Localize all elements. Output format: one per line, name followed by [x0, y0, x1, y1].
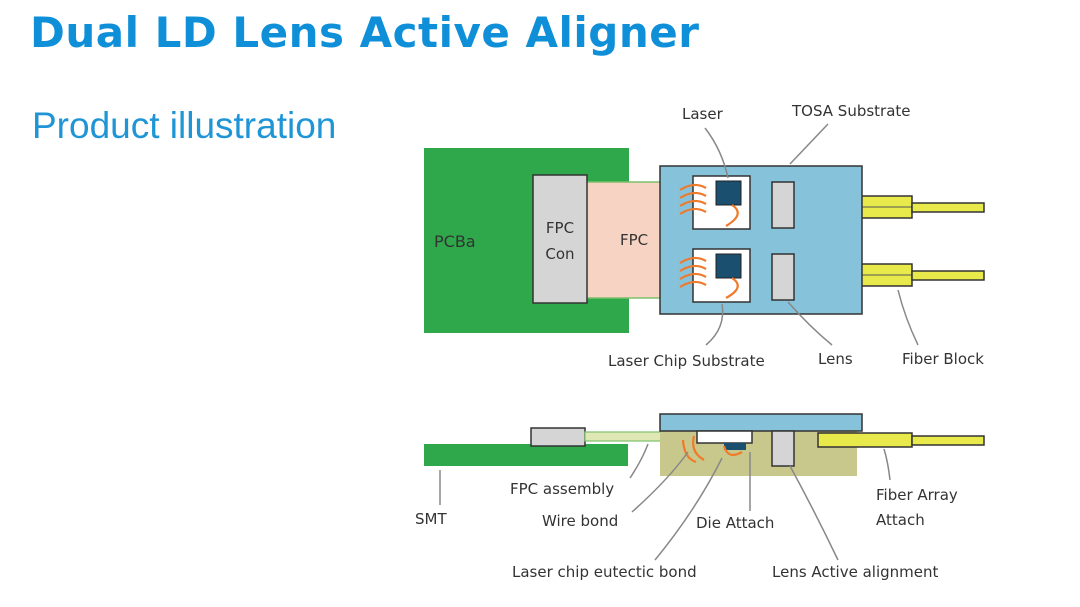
fiber-block-label: Fiber Block	[902, 350, 984, 368]
tosa-substrate	[659, 165, 863, 315]
side-fpc-connector	[530, 427, 586, 447]
die-attach-label: Die Attach	[696, 514, 774, 532]
wire-bond-label: Wire bond	[542, 512, 618, 530]
fpc-con-label-line1: FPC	[546, 219, 574, 237]
fiber-array-label-line1: Fiber Array	[876, 486, 958, 504]
lens-alignment-label: Lens Active alignment	[772, 563, 938, 581]
fpc-con-label-line2: Con	[545, 245, 574, 263]
laser-beam-upper	[725, 204, 739, 227]
lens-label: Lens	[818, 350, 853, 368]
side-lens	[771, 430, 795, 467]
eutectic-bond-label: Laser chip eutectic bond	[512, 563, 697, 581]
fpc-connector	[532, 174, 588, 304]
top-view: PCBa FPC FPC Con	[424, 102, 985, 370]
smt-board	[424, 444, 628, 466]
tosa-substrate-label: TOSA Substrate	[791, 102, 911, 120]
laser-label: Laser	[682, 105, 724, 123]
lens-upper	[771, 181, 795, 229]
page-subtitle: Product illustration	[32, 105, 337, 146]
fiber-array-label-line2: Attach	[876, 511, 925, 529]
top-leader-lines	[704, 123, 919, 346]
wire-bonds-upper	[679, 183, 707, 215]
side-laser-chip-substrate	[696, 430, 753, 444]
fpc-assembly-label: FPC assembly	[510, 480, 614, 498]
wire-bonds-lower	[679, 256, 707, 288]
page-title: Dual LD Lens Active Aligner	[30, 8, 700, 57]
side-leader-lines	[439, 443, 891, 561]
laser-chip-lower	[715, 253, 742, 279]
fpc-label: FPC	[620, 231, 648, 249]
side-laser-chip	[724, 443, 746, 450]
side-fiber-array	[817, 432, 985, 448]
side-view: SMT FPC assembly Wire bond Die Attach Fi…	[415, 413, 985, 581]
smt-label: SMT	[415, 510, 447, 528]
laser-chip-upper	[715, 180, 742, 206]
lens-lower	[771, 253, 795, 301]
pcba-label: PCBa	[434, 232, 476, 251]
laser-chip-substrate-label: Laser Chip Substrate	[608, 352, 765, 370]
side-tosa-substrate	[659, 413, 863, 432]
laser-beam-lower	[725, 277, 739, 299]
